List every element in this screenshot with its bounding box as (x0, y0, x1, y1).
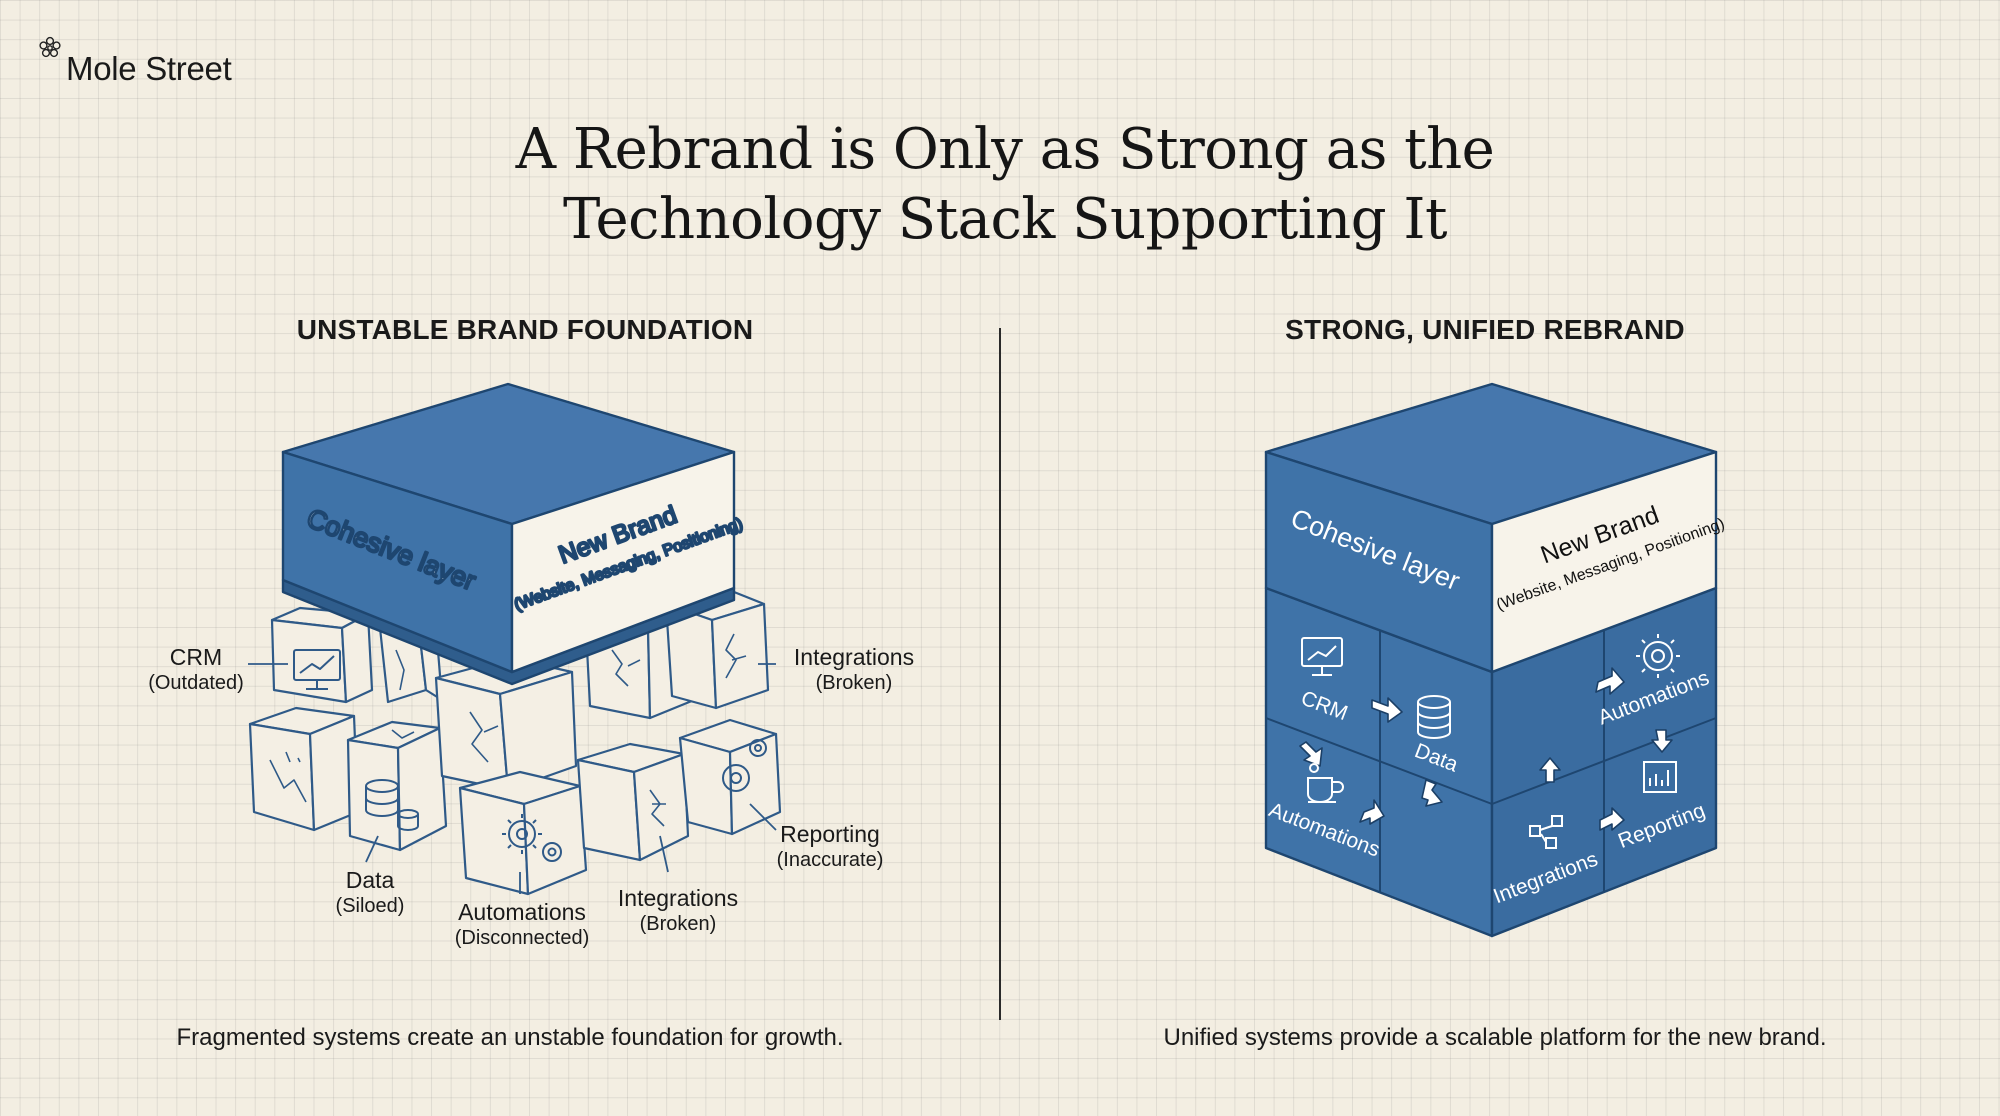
cube-integrations-bottom (576, 742, 690, 862)
crm-monitor-icon (1301, 637, 1343, 676)
integrations-top-status: (Broken) (816, 672, 893, 694)
integrations-top-label: Integrations (794, 644, 914, 670)
gear-icon (722, 739, 767, 792)
left-system-labels: CRM (Outdated) Integrations (Broken) Rep… (148, 644, 914, 949)
data-label: Data (346, 867, 395, 893)
flower-logo-icon (39, 36, 61, 58)
left-cohesive-block: Cohesive layer New Brand (Website, Messa… (281, 382, 746, 686)
unified-tile-icons (1301, 634, 1680, 849)
brand: Mole Street (38, 36, 232, 88)
unified-rebrand-diagram (1264, 382, 1718, 938)
integrations-bottom-label: Integrations (618, 885, 738, 911)
reporting-chart-icon (1643, 761, 1677, 793)
reporting-label: Reporting (780, 821, 880, 847)
crm-label: CRM (170, 644, 222, 670)
right-section-heading: STRONG, UNIFIED REBRAND (1285, 314, 1685, 345)
integrations-bottom-status: (Broken) (640, 913, 717, 935)
automations-label: Automations (458, 899, 586, 925)
cube-data (346, 720, 448, 852)
page-title-line-1: A Rebrand is Only as Strong as the (515, 117, 1495, 182)
gears-icon (502, 814, 562, 862)
automations-status: (Disconnected) (455, 927, 590, 949)
section-divider (999, 328, 1001, 1020)
page-title-line-2: Technology Stack Supporting It (563, 187, 1447, 252)
cube-automations (458, 770, 588, 896)
brand-name: Mole Street (66, 50, 232, 87)
database-icon (365, 779, 419, 831)
automations-gear-icon (1636, 634, 1680, 678)
cube-reporting (678, 718, 782, 836)
integrations-flow-icon (1529, 815, 1563, 849)
cube-broken-integration-right (664, 586, 770, 710)
automations-cup-icon (1307, 763, 1344, 803)
cube-map (248, 706, 360, 832)
crm-status: (Outdated) (148, 672, 244, 694)
right-block-side (1490, 450, 1718, 674)
reporting-status: (Inaccurate) (777, 849, 884, 871)
monitor-chart-icon (293, 649, 341, 690)
right-caption: Unified systems provide a scalable platf… (1163, 1024, 1827, 1051)
data-database-icon (1417, 695, 1451, 739)
left-section-heading: UNSTABLE BRAND FOUNDATION (296, 314, 754, 345)
page-title: A Rebrand is Only as Strong as the Techn… (0, 115, 2000, 255)
data-status: (Siloed) (336, 895, 405, 917)
left-callout-lines (248, 663, 777, 894)
left-caption: Fragmented systems create an unstable fo… (176, 1024, 844, 1051)
